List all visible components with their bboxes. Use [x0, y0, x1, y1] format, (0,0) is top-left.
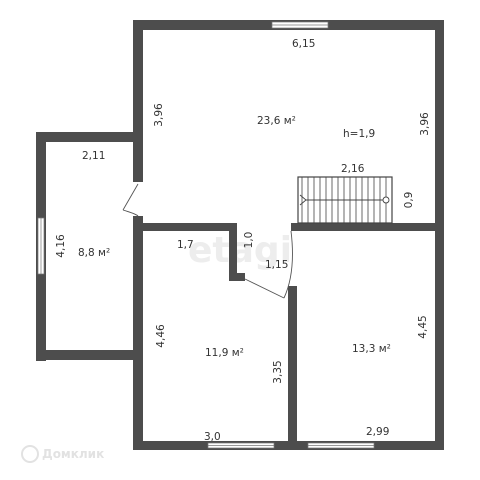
doors	[122, 183, 293, 299]
dim-door-width: 1,15	[265, 259, 288, 271]
wall-hall-stub-foot	[229, 273, 245, 281]
ceiling-height: h=1,9	[343, 128, 375, 140]
dim-top-width: 6,15	[292, 38, 315, 50]
dim-hall-width: 1,7	[177, 239, 194, 251]
dim-stair-width: 2,16	[341, 163, 365, 175]
dim-stair-depth: 0,9	[403, 192, 415, 209]
watermark-logo-icon	[21, 445, 39, 463]
watermark-corner: Домклик	[21, 445, 104, 463]
watermark-center: etagi	[188, 230, 292, 271]
dim-bl-width: 3,0	[204, 431, 221, 443]
door-left-room	[122, 183, 139, 217]
dim-left-width: 2,11	[82, 150, 105, 162]
dim-partition-height: 3,35	[272, 360, 284, 383]
wall-left-room-top	[36, 132, 143, 142]
dim-main-left-height: 3,96	[153, 103, 165, 127]
wall-main-left-upper	[133, 20, 143, 182]
dim-br-width: 2,99	[366, 426, 389, 438]
staircase	[297, 176, 393, 224]
wall-partition-left	[133, 223, 235, 231]
dim-br-height: 4,45	[417, 315, 429, 338]
wall-partition-vertical	[288, 286, 297, 450]
room-area-main: 23,6 м²	[257, 115, 296, 127]
room-area-bottom-left: 11,9 м²	[205, 347, 244, 359]
dim-left-height: 4,16	[55, 234, 67, 258]
labels: 6,15 3,96 3,96 23,6 м² h=1,9 2,16 0,9 2,…	[55, 38, 431, 443]
watermark-corner-text: Домклик	[42, 447, 104, 461]
wall-left-room-bottom	[36, 350, 143, 360]
wall-partition-right	[291, 223, 444, 231]
dim-hall-depth: 1,0	[243, 232, 255, 249]
door-hall	[244, 230, 293, 299]
room-area-bottom-right: 13,3 м²	[352, 343, 391, 355]
windows	[37, 21, 375, 449]
room-area-left: 8,8 м²	[78, 247, 110, 259]
stair-start-icon	[382, 196, 390, 204]
wall-center-left	[133, 216, 143, 450]
dim-bl-height: 4,46	[155, 324, 167, 348]
stair-arrow-icon	[299, 194, 307, 206]
wall-right	[435, 20, 444, 450]
wall-hall-stub	[229, 223, 237, 281]
dim-main-right-height: 3,96	[419, 112, 431, 136]
